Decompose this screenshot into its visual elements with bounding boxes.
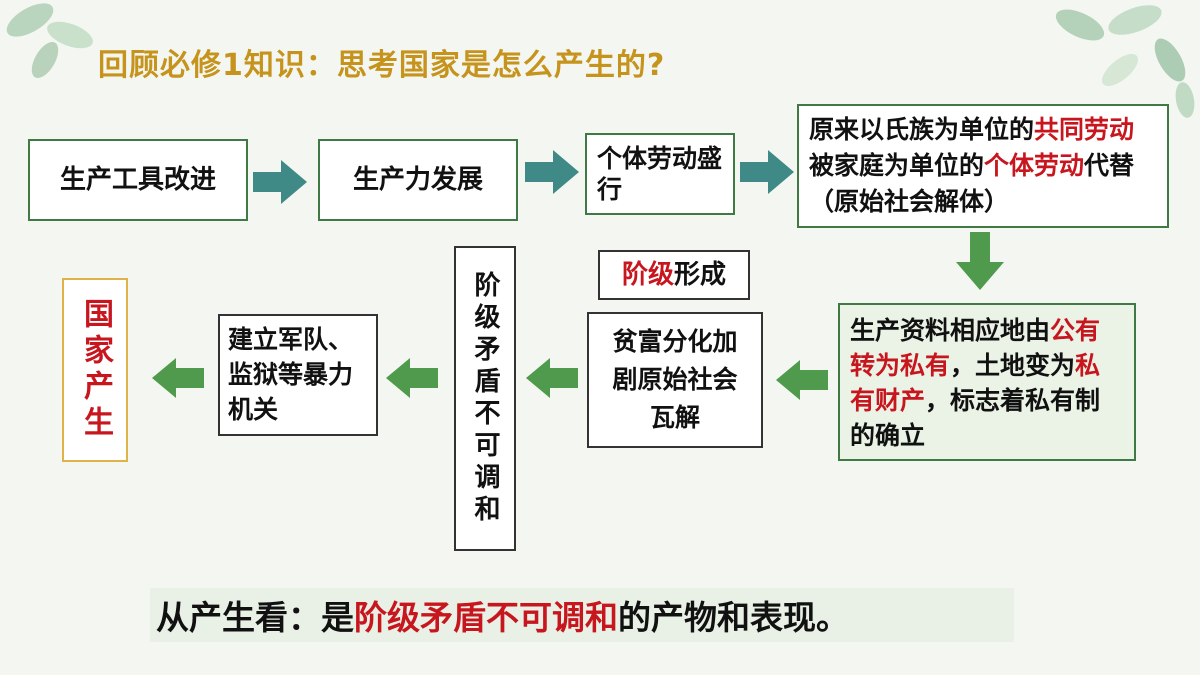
private-text-3: ，标志着私有制的确立: [850, 386, 1101, 450]
box-class-contradiction-label: 阶级矛盾不可调和: [470, 270, 500, 527]
box-violence-apparatus-label: 建立军队、监狱等暴力机关: [228, 325, 354, 424]
box-state-emerges: 国家产生: [62, 278, 128, 462]
box-productivity: 生产力发展: [318, 139, 518, 221]
box-productivity-label: 生产力发展: [352, 165, 483, 195]
arrow-left-4: [152, 358, 204, 398]
arrow-down: [956, 232, 1004, 290]
class-formed-highlight: 阶级: [621, 260, 674, 290]
page-title: 回顾必修1知识：思考国家是怎么产生的?: [98, 48, 666, 83]
box-polarization-label: 贫富分化加剧原始社会瓦解: [612, 327, 738, 432]
box-individual-labor-label: 个体劳动盛行: [597, 144, 723, 204]
private-highlight-property: 私有财产: [850, 351, 1101, 415]
arrow-left-3: [386, 358, 438, 398]
arrow-left-2: [526, 358, 578, 398]
conclusion-text-2: 的产物和表现。: [618, 598, 849, 637]
conclusion-banner: 从产生看：是阶级矛盾不可调和的产物和表现。: [150, 588, 1014, 642]
private-highlight-public-to-private: 公有转为私有: [850, 316, 1101, 380]
arrow-right-2: [525, 150, 579, 194]
replace-highlight-common: 共同劳动: [1034, 115, 1135, 144]
leaf-decoration-right: [1055, 5, 1195, 118]
replace-text-3: 代替（原始社会解体）: [809, 151, 1135, 216]
replace-text-2: 被家庭为单位的: [809, 151, 985, 180]
box-violence-apparatus: 建立军队、监狱等暴力机关: [218, 314, 378, 436]
box-tools-label: 生产工具改进: [59, 165, 216, 195]
leaf-decoration-left: [6, 3, 93, 79]
private-text-2: ，土地变为: [950, 351, 1076, 380]
arrow-right-3: [740, 150, 794, 194]
box-state-emerges-label: 国家产生: [78, 298, 113, 442]
replace-highlight-individual: 个体劳动: [984, 151, 1085, 180]
replace-text-1: 原来以氏族为单位的: [809, 115, 1035, 144]
conclusion-text-1: 从产生看：是: [156, 598, 354, 637]
arrow-left-1: [776, 360, 828, 400]
box-class-formed: 阶级形成: [598, 250, 750, 300]
arrow-right-1: [253, 160, 307, 204]
box-polarization: 贫富分化加剧原始社会瓦解: [587, 312, 763, 448]
box-private-ownership: 生产资料相应地由公有转为私有，土地变为私有财产，标志着私有制的确立: [838, 303, 1136, 461]
box-class-contradiction: 阶级矛盾不可调和: [454, 246, 516, 551]
box-tools-improved: 生产工具改进: [28, 139, 248, 221]
class-formed-text: 形成: [674, 260, 727, 290]
box-replace-labor: 原来以氏族为单位的共同劳动被家庭为单位的个体劳动代替（原始社会解体）: [797, 104, 1169, 228]
box-individual-labor: 个体劳动盛行: [585, 133, 735, 215]
private-text-1: 生产资料相应地由: [850, 316, 1051, 345]
conclusion-highlight: 阶级矛盾不可调和: [354, 598, 618, 637]
